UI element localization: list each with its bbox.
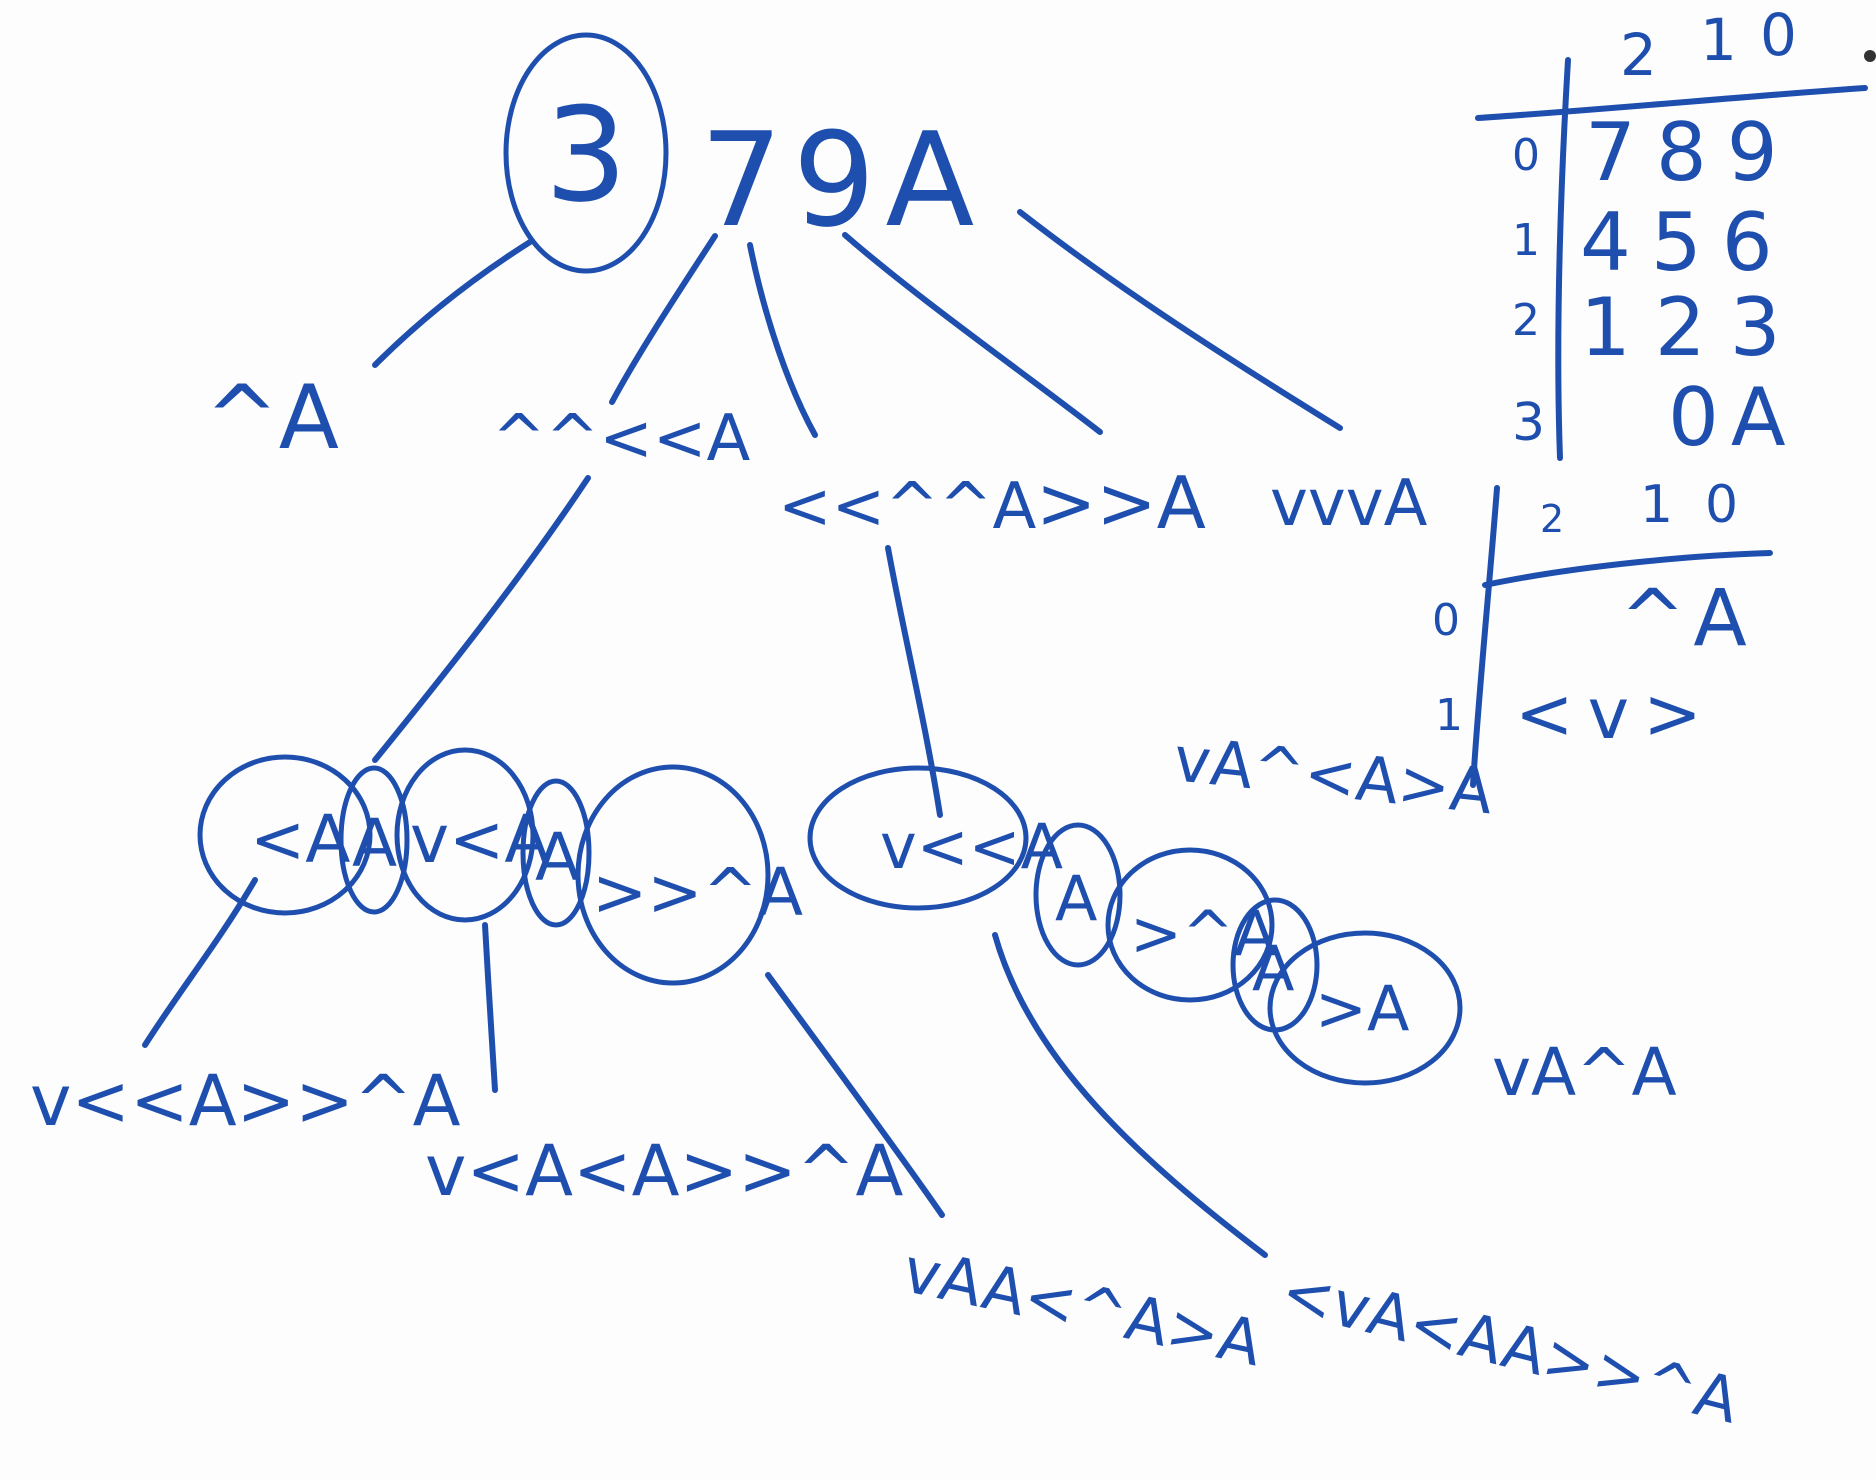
direction-row-idx-0: 0 bbox=[1432, 595, 1460, 646]
edge-l1-right bbox=[885, 545, 943, 818]
edge-root-4 bbox=[842, 232, 1103, 435]
right-segment-4: A bbox=[1252, 932, 1294, 1005]
right-segment-3: >^A bbox=[1130, 897, 1276, 970]
right-segment-circle-2 bbox=[1033, 822, 1123, 968]
right-child-1: <vA<AA>>^A bbox=[1274, 1254, 1746, 1438]
right-segment-5: >A bbox=[1315, 972, 1409, 1045]
numeric-keypad-vline bbox=[1555, 57, 1571, 461]
root-rest: 79A bbox=[700, 104, 984, 256]
side-label-2: vA^A bbox=[1492, 1034, 1677, 1111]
numeric-row-idx-3: 3 bbox=[1512, 393, 1545, 453]
left-child-1: v<<A>>^A bbox=[30, 1060, 461, 1142]
left-segment-group: <A A v<A A >>^A bbox=[197, 747, 803, 986]
numeric-row-keys-1: 456 bbox=[1580, 196, 1793, 289]
left-segment-circle-2 bbox=[338, 765, 410, 915]
left-segment-circle-5 bbox=[575, 764, 771, 986]
root-circled-digit: 3 bbox=[545, 79, 628, 231]
right-segment-1: v<<A bbox=[880, 810, 1063, 883]
root-digit-circle bbox=[503, 32, 669, 274]
numeric-row-keys-0: 789 bbox=[1585, 106, 1798, 199]
edge-left-child-2 bbox=[482, 922, 498, 1093]
numeric-row-keys-3: 0A bbox=[1668, 371, 1798, 464]
level1-label-5: vvvA bbox=[1270, 467, 1428, 541]
right-segment-circle-5 bbox=[1267, 930, 1463, 1086]
numeric-col-1: 1 bbox=[1700, 6, 1737, 74]
direction-col-1: 1 bbox=[1640, 475, 1673, 535]
direction-row-keys-1: <v> bbox=[1515, 673, 1716, 755]
left-segment-5: >>^A bbox=[592, 854, 803, 931]
edge-left-child-1 bbox=[142, 877, 258, 1048]
level1-label-1: ^A bbox=[205, 366, 339, 469]
direction-keypad-vline bbox=[1470, 485, 1500, 788]
numeric-keypad-hline bbox=[1475, 85, 1868, 121]
edge-left-child-3 bbox=[765, 972, 945, 1218]
marker-dot bbox=[1864, 50, 1876, 62]
right-segment-group: v<<A A >^A A >A bbox=[807, 765, 1463, 1086]
direction-keypad-table: 2 1 0 0 1 ^A <v> bbox=[1432, 475, 1773, 788]
level1-label-2: ^^<<A bbox=[492, 402, 751, 476]
numeric-row-idx-1: 1 bbox=[1512, 215, 1540, 266]
edge-root-1 bbox=[372, 239, 533, 368]
numeric-col-0: 0 bbox=[1760, 1, 1797, 69]
left-segment-circle-3 bbox=[394, 747, 536, 923]
level1-label-3: <<^^A bbox=[778, 470, 1037, 544]
numeric-col-2: 2 bbox=[1620, 21, 1657, 89]
edge-root-3 bbox=[747, 242, 818, 438]
edge-root-5 bbox=[1017, 209, 1343, 431]
right-segment-circle-1 bbox=[807, 765, 1029, 911]
numeric-keypad-table: 2 1 0 0 1 2 3 789 456 123 0A bbox=[1475, 1, 1868, 464]
left-child-3: vAA<^A>A bbox=[897, 1233, 1268, 1380]
left-segment-1: <A bbox=[250, 801, 350, 878]
numeric-row-idx-2: 2 bbox=[1512, 295, 1540, 346]
left-segment-circle-1 bbox=[197, 754, 373, 916]
edge-l1-left bbox=[372, 475, 591, 763]
edge-root-2 bbox=[609, 233, 718, 405]
direction-row-idx-1: 1 bbox=[1435, 690, 1463, 741]
left-segment-2: A bbox=[352, 805, 397, 882]
numeric-row-idx-0: 0 bbox=[1512, 130, 1540, 181]
right-segment-2: A bbox=[1055, 862, 1097, 935]
left-segment-4: A bbox=[535, 819, 580, 896]
direction-row-keys-0: ^A bbox=[1620, 574, 1755, 664]
direction-col-2: 2 bbox=[1540, 497, 1564, 541]
left-segment-circle-4 bbox=[520, 778, 592, 928]
edge-right-child-1 bbox=[992, 932, 1268, 1258]
right-segment-circle-3 bbox=[1105, 847, 1275, 1003]
direction-keypad-hline bbox=[1482, 550, 1773, 588]
numeric-row-keys-2: 123 bbox=[1580, 281, 1805, 374]
left-child-2: v<A<A>>^A bbox=[425, 1130, 903, 1212]
level1-label-4: >>A bbox=[1036, 461, 1206, 545]
left-segment-3: v<A bbox=[410, 801, 550, 878]
direction-col-0: 0 bbox=[1705, 475, 1738, 535]
